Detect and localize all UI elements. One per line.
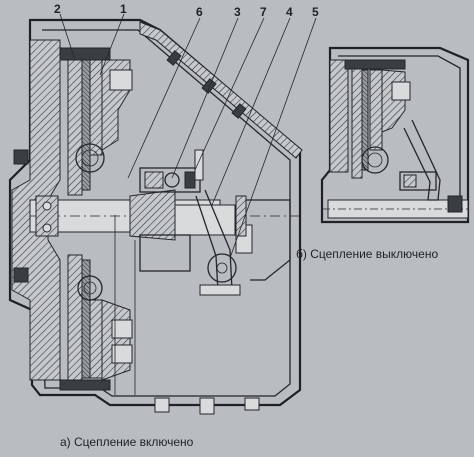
disengaged-view [320, 46, 470, 224]
caption-engaged: а) Сцепление включено [60, 435, 194, 449]
callout-labels: 2 1 6 3 7 4 5 [54, 2, 319, 19]
leader-lines [59, 13, 317, 259]
callout-3: 3 [234, 5, 241, 19]
callout-1: 1 [120, 2, 127, 16]
caption-disengaged: б) Сцепление выключено [296, 247, 438, 261]
engaged-view [8, 18, 303, 415]
callout-6: 6 [196, 5, 203, 19]
friction-disc-lower [67, 254, 83, 381]
callout-7: 7 [260, 5, 267, 19]
friction-disc-upper [67, 54, 83, 196]
callout-2: 2 [54, 2, 61, 16]
callout-5: 5 [312, 5, 319, 19]
callout-4: 4 [286, 5, 293, 19]
